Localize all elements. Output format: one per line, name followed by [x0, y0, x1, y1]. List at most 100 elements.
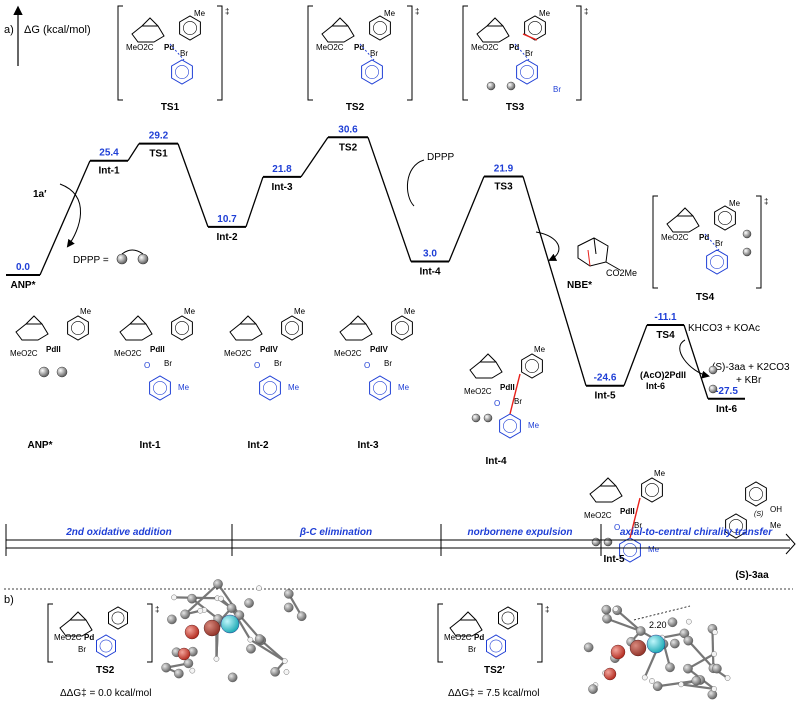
carbon-atom: [213, 579, 223, 589]
structure-label: (S)-3aa: [735, 570, 769, 581]
pd-label: PdIV: [370, 345, 388, 354]
aryl-aromatic: [373, 381, 387, 395]
level-value: -11.1: [654, 312, 677, 323]
me-label: Me: [384, 9, 396, 18]
ts-box-label: TS1: [161, 102, 180, 113]
level-name: Int-2: [216, 232, 238, 243]
khco3-label: KHCO3 + KOAc: [688, 323, 760, 334]
dppp-ball: [483, 413, 493, 423]
aryl-aromatic: [395, 321, 409, 335]
carbon-atom: [283, 602, 294, 613]
br-label: Br: [468, 645, 476, 654]
stage-label: axial-to-central chirality transfer: [620, 527, 773, 538]
aryl-ring: [171, 315, 193, 341]
aryl-aromatic: [99, 639, 113, 653]
aryl-ring: [369, 375, 391, 401]
dppp-ball: [486, 81, 496, 91]
meo2c-label: MeO2C: [10, 349, 38, 358]
ts-box-label: TS4: [696, 292, 715, 303]
level-name: TS3: [494, 181, 513, 192]
dppp-ball: [742, 229, 752, 239]
me-label: Me: [539, 9, 551, 18]
carbon-atom: [601, 604, 612, 615]
ts2-b-energy: ΔΔG‡ = 0.0 kcal/mol: [60, 688, 151, 699]
norbornane: [666, 207, 700, 233]
dagger: ‡: [415, 7, 419, 16]
aryl-aromatic: [365, 65, 379, 79]
o-label: O: [494, 399, 500, 408]
norbornane: [449, 611, 483, 637]
s-label: (S): [754, 511, 763, 518]
distance-line: [633, 605, 691, 621]
bracket-right: [147, 603, 153, 663]
hydrogen-atom: [213, 656, 220, 662]
aryl-aromatic: [503, 419, 517, 433]
aryl-ring: [619, 537, 641, 563]
meo2c-label: MeO2C: [584, 511, 612, 520]
level-name: Int-3: [271, 182, 293, 193]
level-value: 30.6: [338, 124, 358, 135]
aryl-aromatic: [183, 21, 197, 35]
carbon-atom: [244, 598, 254, 608]
connector-line: [177, 143, 209, 228]
aryl-ring: [745, 481, 767, 507]
aryl-aromatic: [175, 65, 189, 79]
oxygen-atom: [610, 644, 626, 660]
o-label: O: [144, 361, 150, 370]
aryl-ring: [391, 315, 413, 341]
ts-box-label: TS3: [506, 102, 525, 113]
oxygen-atom: [603, 667, 617, 681]
hydrogen-atom: [612, 606, 619, 612]
carbon-atom: [180, 609, 190, 620]
dppp-bridge: [121, 249, 144, 255]
aryl-aromatic: [175, 321, 189, 335]
stage-label: β-C elimination: [299, 527, 372, 538]
level-value: 21.9: [494, 163, 514, 174]
biaryl-bond: [629, 497, 641, 539]
carbon-atom: [683, 663, 693, 674]
carbon-atom: [683, 635, 694, 646]
carbon-atom: [283, 589, 294, 599]
aryl-ring: [521, 353, 543, 379]
carbon-atom: [712, 663, 722, 674]
br-label: Br: [634, 521, 642, 530]
int6-ball-2: [708, 384, 718, 394]
carbon-atom: [667, 617, 678, 628]
meo2c-label: MeO2C: [114, 349, 142, 358]
level-value: -24.6: [594, 373, 617, 384]
y-axis-label: ΔG (kcal/mol): [24, 24, 91, 36]
int6-formula: (AcO)2PdII: [640, 370, 686, 380]
aryl-aromatic: [373, 21, 387, 35]
bracket-right: [576, 5, 582, 101]
br-label: Br: [514, 397, 522, 406]
me-label: Me: [288, 383, 300, 392]
stage-label: norbornene expulsion: [467, 527, 572, 538]
connector-line: [300, 136, 329, 178]
aryl-aromatic: [501, 611, 515, 625]
br-label: Br: [370, 49, 378, 58]
level-value: 29.2: [149, 131, 169, 142]
aryl-ring: [67, 315, 89, 341]
bond-stick: [711, 628, 715, 669]
nbe-arrow: [535, 231, 560, 261]
hydrogen-atom: [256, 585, 262, 591]
carbon-atom: [246, 643, 256, 654]
level-value: -27.5: [715, 386, 738, 397]
bracket-left: [307, 5, 313, 101]
br-label: Br: [525, 49, 533, 58]
aryl-aromatic: [71, 321, 85, 335]
dppp-ball: [742, 247, 752, 257]
me-label: Me: [648, 545, 660, 554]
connector-line: [245, 176, 264, 228]
norbornane: [476, 17, 510, 43]
structure-label: Int-2: [247, 440, 269, 451]
ts2-b-label: TS2: [96, 665, 115, 676]
connector-line: [367, 137, 412, 262]
connector-line: [522, 176, 587, 386]
o-label: O: [364, 361, 370, 370]
palladium-atom: [646, 634, 666, 654]
bond-stick: [249, 638, 286, 662]
